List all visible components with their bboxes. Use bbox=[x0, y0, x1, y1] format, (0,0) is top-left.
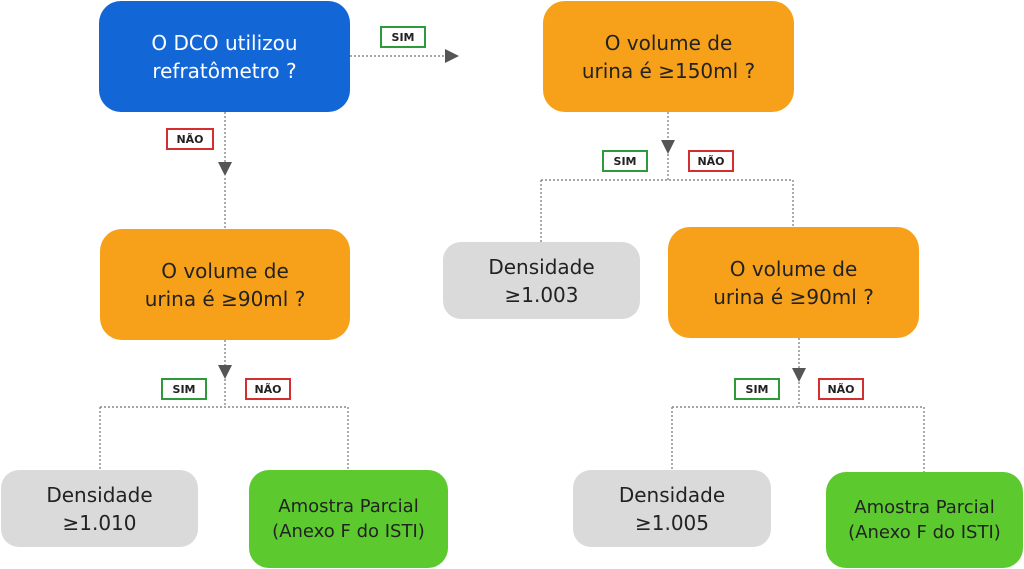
result-partial-sample-left: Amostra Parcial (Anexo F do ISTI) bbox=[249, 470, 448, 568]
arrowhead-right-icon bbox=[445, 49, 459, 63]
result-density-1003: Densidade ≥1.003 bbox=[443, 242, 640, 319]
decision-refractometer: O DCO utilizou refratômetro ? bbox=[99, 1, 350, 112]
arrowhead-down-icon bbox=[218, 365, 232, 379]
arrowhead-down-icon bbox=[792, 368, 806, 382]
result-density-1005: Densidade ≥1.005 bbox=[573, 470, 771, 547]
arrowhead-down-icon bbox=[661, 140, 675, 154]
decision-volume-90ml-left: O volume de urina é ≥90ml ? bbox=[100, 229, 350, 340]
result-density-1010: Densidade ≥1.010 bbox=[1, 470, 198, 547]
yes-label-volume150: SIM bbox=[602, 150, 648, 172]
yes-label-top: SIM bbox=[380, 26, 426, 48]
no-label-refractometer: NÃO bbox=[166, 128, 214, 150]
no-label-volume150: NÃO bbox=[688, 150, 734, 172]
arrowhead-down-icon bbox=[218, 162, 232, 176]
no-label-right-volume90: NÃO bbox=[818, 378, 864, 400]
decision-volume-150ml: O volume de urina é ≥150ml ? bbox=[543, 1, 794, 112]
result-partial-sample-right: Amostra Parcial (Anexo F do ISTI) bbox=[826, 472, 1023, 568]
yes-label-right-volume90: SIM bbox=[734, 378, 780, 400]
no-label-left-volume90: NÃO bbox=[245, 378, 291, 400]
decision-volume-90ml-right: O volume de urina é ≥90ml ? bbox=[668, 227, 919, 338]
yes-label-left-volume90: SIM bbox=[161, 378, 207, 400]
